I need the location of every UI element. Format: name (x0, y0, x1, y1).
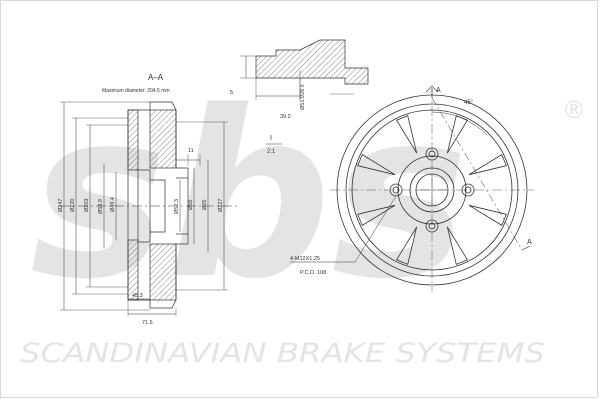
watermark: sbs ® SCANDINAVIAN BRAKE SYSTEMS (20, 63, 586, 369)
section-title: A–A (148, 73, 164, 82)
front-view (290, 85, 534, 292)
dim-d247: Ø247 (58, 199, 64, 212)
section-view-labels: A–A Maximum diameter: 204.5 mm Ø247 Ø220… (58, 73, 224, 326)
dim-d52-3: Ø52.3 (174, 199, 180, 214)
detail-profile (255, 39, 369, 85)
detail-view (240, 39, 369, 100)
dim-5: 5 (230, 90, 233, 96)
dim-45-3: 45.3 (132, 293, 143, 299)
drum-wall-bottom (127, 239, 139, 301)
dim-39-2: 39.2 (280, 114, 291, 120)
dim-d51-928: Ø51.928 ± (300, 84, 306, 110)
spoke-windows (357, 115, 507, 265)
dim-d58-9: Ø58.9 (98, 199, 104, 214)
front-view-labels: A A 45° 4-M12X1.25 P.C.D. 108 (290, 87, 532, 276)
drum-wall-top (127, 109, 139, 171)
watermark-logo: sbs (30, 63, 468, 330)
dim-d203: Ø203 (84, 199, 90, 212)
dim-11: 11 (188, 148, 194, 154)
dim-71-5: 71.5 (142, 320, 153, 326)
max-diameter-note: Maximum diameter: 204.5 mm (102, 88, 170, 94)
section-view (60, 101, 240, 316)
hub-hatch-bottom (149, 243, 177, 301)
hub-bore (137, 169, 166, 243)
pcd-note: P.C.D. 108 (300, 270, 326, 276)
detail-view-labels: 5 Ø51.928 ± 39.2 I 2:1 (230, 84, 306, 155)
dim-d56: Ø56 (188, 200, 194, 210)
detail-scale: 2:1 (267, 149, 276, 155)
watermark-tagline: SCANDINAVIAN BRAKE SYSTEMS (20, 338, 545, 369)
section-line (431, 97, 523, 251)
drum-section-outline (127, 101, 189, 309)
dim-d65: Ø65 (202, 200, 208, 210)
dim-d220: Ø220 (70, 199, 76, 212)
detail-label: I (270, 135, 272, 142)
dim-d49-4: Ø49.4 (110, 197, 116, 212)
section-marker-top: A (436, 87, 441, 94)
dim-d227: Ø227 (218, 199, 224, 212)
bolt-note: 4-M12X1.25 (290, 256, 320, 262)
angle-label: 45° (464, 100, 474, 106)
section-marker-bottom: A (527, 239, 532, 246)
registered-mark: ® (562, 96, 586, 124)
hub-hatch-top (149, 109, 177, 169)
